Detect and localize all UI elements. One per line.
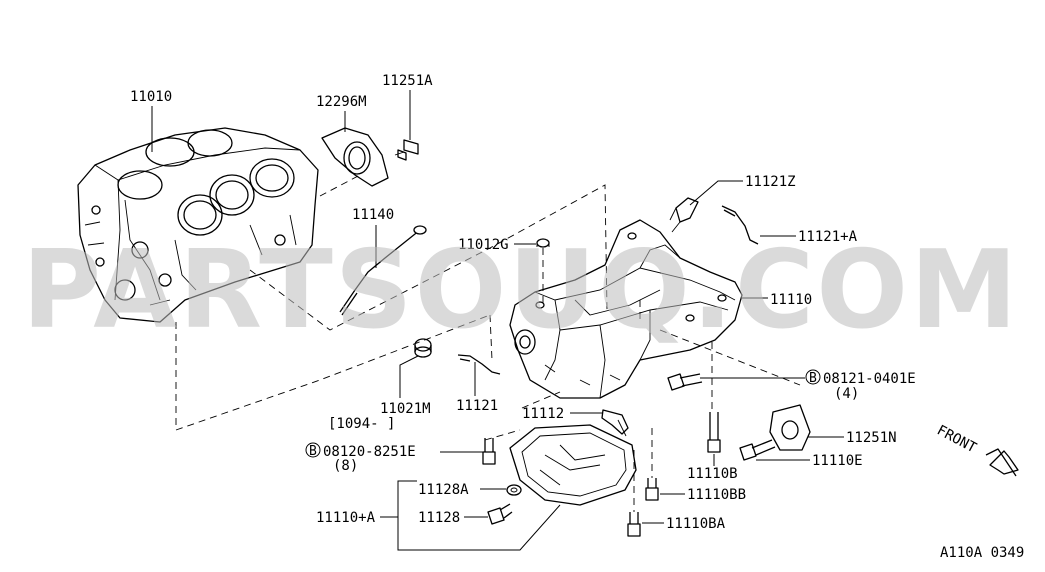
label-11128: 11128 — [418, 510, 460, 526]
front-direction-arrow — [985, 448, 1019, 477]
label-11121-plus-a: 11121+A — [798, 229, 858, 245]
leader-11121z — [689, 180, 743, 206]
dash-block-pan-top — [249, 184, 608, 331]
label-11251a: 11251A — [382, 73, 433, 89]
label-11251n: 11251N — [846, 430, 897, 446]
upper-oil-pan[interactable] — [509, 219, 743, 399]
label-11140: 11140 — [352, 207, 394, 223]
label-11128a: 11128A — [418, 482, 469, 498]
label-11110-plus-a: 11110+A — [316, 510, 376, 526]
lower-oil-pan[interactable] — [509, 424, 637, 506]
label-12296m: 12296M — [316, 94, 367, 110]
dash-block-gasket — [319, 174, 361, 197]
label-11121z: 11121Z — [745, 174, 796, 190]
label-11010: 11010 — [130, 89, 172, 105]
label-08121-0401e-qty: (4) — [834, 386, 859, 402]
label-08120-8251e: 08120-8251E — [323, 444, 416, 460]
figure-code: A110A 0349 — [940, 545, 1024, 561]
label-11110b: 11110B — [687, 466, 738, 482]
label-08120-8251e-qty: (8) — [333, 458, 358, 474]
label-11110bb: 11110BB — [687, 487, 746, 503]
bolt-11110b[interactable] — [707, 412, 721, 453]
plug-11012g[interactable] — [536, 238, 550, 248]
bolt-11110ba[interactable] — [627, 512, 641, 537]
label-11110e: 11110E — [812, 453, 863, 469]
dash-bolt-b2 — [484, 429, 521, 441]
label-11021m-date: [1094- ] — [328, 416, 395, 432]
seal-11121z[interactable] — [669, 197, 699, 233]
seal-11121[interactable] — [457, 354, 501, 375]
bolt-11110bb[interactable] — [645, 478, 659, 501]
dash-pan-bolt — [639, 300, 801, 386]
label-11012g: 11012G — [458, 237, 509, 253]
label-11110: 11110 — [770, 292, 812, 308]
leader-11110-plus-a — [397, 480, 561, 551]
bolt-11251a[interactable] — [394, 139, 419, 161]
cylinder-block[interactable] — [77, 127, 319, 323]
label-08121-0401e: 08121-0401E — [823, 371, 916, 387]
bolt-08121-0401e[interactable] — [667, 373, 703, 391]
label-11021m: 11021M — [380, 401, 431, 417]
marker-b-1 — [805, 369, 821, 385]
label-11112: 11112 — [522, 406, 564, 422]
dash-block-pan — [175, 314, 491, 431]
marker-b-2 — [305, 442, 321, 458]
marker-b-1-letter: B — [809, 371, 817, 386]
label-11110ba: 11110BA — [666, 516, 726, 532]
dash-seal — [489, 314, 493, 361]
bolt-08120-8251e[interactable] — [482, 438, 496, 465]
washer-11128a[interactable] — [506, 484, 522, 496]
bracket-11251n[interactable] — [769, 404, 811, 451]
seal-11121-plus-a[interactable] — [721, 205, 759, 245]
watermark: PARTSOUQ.COM — [22, 228, 1019, 353]
front-label: FRONT — [934, 422, 979, 456]
rear-oil-seal-retainer[interactable] — [321, 127, 389, 187]
oil-strainer[interactable] — [601, 409, 629, 437]
drain-plug-11128[interactable] — [487, 503, 513, 525]
marker-b-2-letter: B — [309, 444, 317, 459]
bolt-11110e[interactable] — [739, 439, 776, 461]
leader-11021m — [399, 355, 419, 398]
dash-pan-lower-top — [521, 391, 561, 409]
label-11121: 11121 — [456, 398, 498, 414]
